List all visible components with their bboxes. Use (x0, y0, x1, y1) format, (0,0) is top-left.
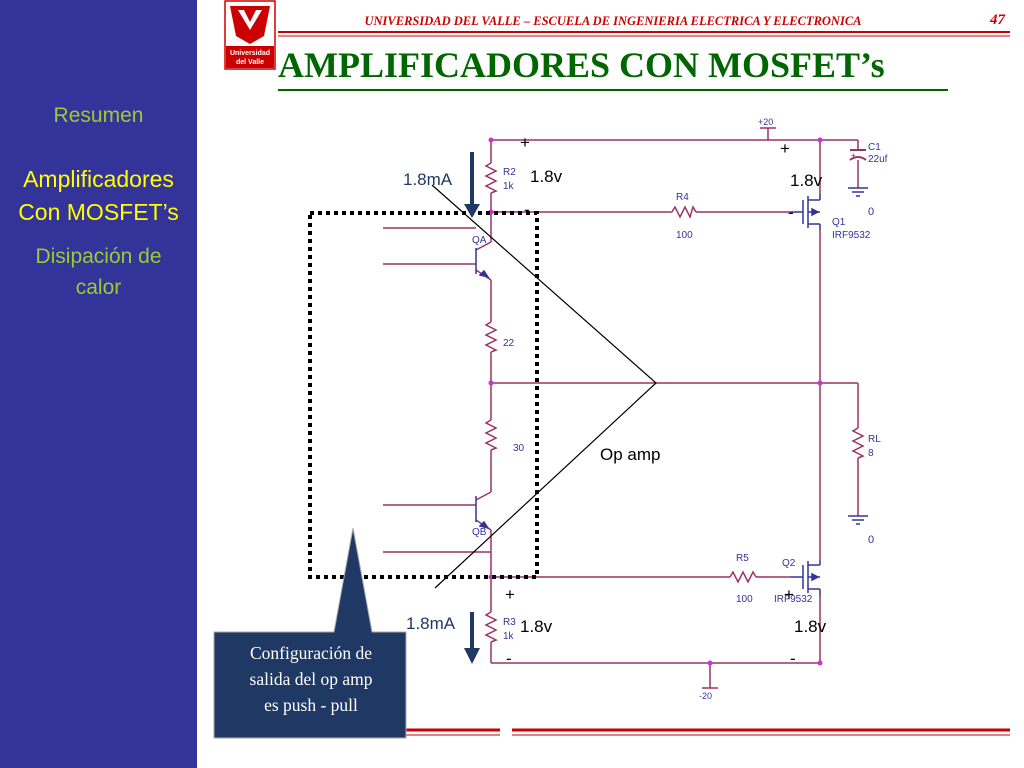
r2-value: 1k (503, 181, 515, 192)
junction-dots (488, 137, 823, 666)
rl-name: RL (868, 434, 881, 445)
sidebar-item-label: calor (75, 276, 122, 299)
page-number: 47 (990, 12, 1005, 28)
resistor-rl: RL 8 (851, 427, 881, 459)
sidebar-item-resumen[interactable]: Resumen (0, 104, 197, 128)
slide-title: AMPLIFICADORES CON MOSFET’s (278, 45, 885, 85)
supply-pos-label: +20 (758, 117, 773, 127)
voltage-r3: 1.8v (520, 617, 553, 636)
minus-q1: - (788, 203, 794, 222)
minus-r3: - (506, 649, 512, 668)
callout-text: Configuración de salida del op amp es pu… (216, 640, 406, 718)
r22-value: 22 (503, 338, 515, 349)
sidebar-item-disipacion[interactable]: Disipación de calor (0, 241, 197, 303)
resistor-r3: R3 1k (484, 611, 516, 643)
current-label-bottom: 1.8mA (406, 614, 456, 633)
sidebar: Resumen Amplificadores Con MOSFET’s Disi… (0, 0, 197, 768)
r3-value: 1k (503, 631, 515, 642)
current-label-top: 1.8mA (403, 170, 453, 189)
r3-name: R3 (503, 617, 516, 628)
logo-text-line2: del Valle (236, 59, 264, 66)
q1-part: IRF9532 (832, 230, 871, 241)
mosfet-q2 (790, 560, 821, 596)
mosfet-q1 (790, 194, 821, 230)
qa-name: QA (472, 235, 487, 246)
r5-name: R5 (736, 553, 749, 564)
logo-text-line1: Universidad (230, 50, 270, 57)
r4-value: 100 (676, 230, 693, 241)
callout-line: Configuración de (250, 643, 372, 663)
university-header: UNIVERSIDAD DEL VALLE – ESCUELA DE INGEN… (364, 14, 862, 28)
plus-q2: + (784, 585, 794, 604)
resistor-r2: R2 1k (484, 162, 516, 194)
opamp-triangle (431, 184, 657, 589)
q2-part: IRF9532 (774, 594, 813, 605)
c1-name: C1 (868, 142, 881, 153)
ground-rl (848, 515, 868, 525)
supply-neg-label: -20 (699, 691, 712, 701)
opamp-boundary-box (308, 211, 539, 579)
sidebar-item-label: Con MOSFET’s (18, 199, 179, 225)
q2-name: Q2 (782, 558, 796, 569)
bjt-qa (475, 248, 490, 279)
r30-value: 30 (513, 443, 525, 454)
plus-r3: + (505, 585, 515, 604)
rl-value: 8 (868, 448, 874, 459)
r5-value: 100 (736, 594, 753, 605)
opamp-label: Op amp (600, 445, 660, 464)
q1-name: Q1 (832, 217, 846, 228)
voltage-r2: 1.8v (530, 167, 563, 186)
resistor-r5: R5 100 (729, 553, 757, 605)
resistor-r30: 30 (484, 419, 525, 454)
supply-positive: +20 (758, 117, 776, 129)
minus-q2: - (790, 649, 796, 668)
r2-name: R2 (503, 167, 516, 178)
minus-r2: - (524, 200, 530, 219)
callout-line: es push - pull (264, 695, 358, 715)
header-rule (278, 31, 1010, 91)
ground-label-top: 0 (868, 206, 874, 218)
resistor-r22: 22 (484, 321, 515, 353)
ground-label-bottom: 0 (868, 534, 874, 546)
voltage-q1: 1.8v (790, 171, 823, 190)
sidebar-item-amplificadores[interactable]: Amplificadores Con MOSFET’s (0, 163, 197, 229)
university-logo: Universidad del Valle (224, 0, 276, 70)
svg-text:+: + (851, 151, 856, 160)
ground-c1 (848, 187, 868, 197)
plus-r2: + (520, 133, 530, 152)
current-arrow-bottom (464, 612, 480, 664)
bjt-qb (475, 496, 490, 530)
qb-name: QB (472, 527, 487, 538)
supply-negative: -20 (699, 687, 718, 701)
resistor-r4: R4 100 (671, 192, 697, 241)
sidebar-item-label: Amplificadores (23, 166, 174, 192)
capacitor-c1: + C1 22uf (849, 142, 888, 165)
plus-q1: + (780, 139, 790, 158)
current-arrow-top (464, 152, 480, 218)
voltage-q2: 1.8v (794, 617, 827, 636)
r4-name: R4 (676, 192, 689, 203)
c1-value: 22uf (868, 154, 888, 165)
callout-line: salida del op amp (249, 669, 373, 689)
circuit-wires (383, 128, 859, 688)
sidebar-item-label: Resumen (53, 104, 144, 127)
callout-box (213, 527, 407, 739)
sidebar-item-label: Disipación de (35, 245, 162, 268)
